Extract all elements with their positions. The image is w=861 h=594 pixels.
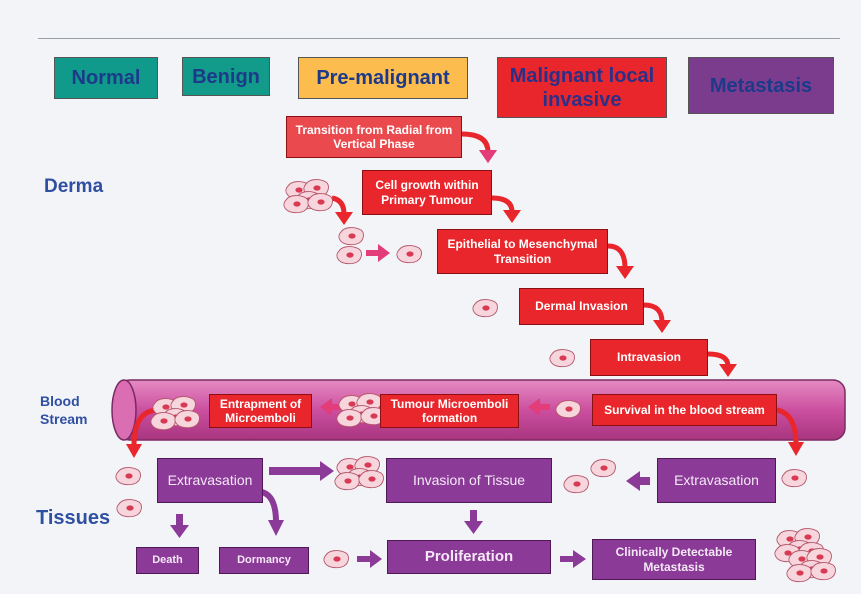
cell-cluster-icon: [284, 180, 333, 213]
step-extravasation-left-label: Extravasation: [167, 472, 253, 489]
step-intravasion: Intravasion: [590, 339, 708, 376]
arrow-icon: [170, 514, 189, 538]
step-death-label: Death: [152, 553, 183, 566]
step-radial-vertical-label: Transition from Radial from Vertical Pha…: [295, 122, 453, 151]
stage-metastasis: Metastasis: [688, 57, 834, 114]
arrow-icon: [357, 550, 382, 568]
curved-arrow-icon: [461, 131, 491, 153]
step-cell-growth-label: Cell growth within Primary Tumour: [375, 178, 479, 207]
tumour-cell-icon: [396, 245, 422, 264]
curved-arrow-icon: [776, 407, 799, 445]
step-emt: Epithelial to Mesenchymal Transition: [437, 229, 608, 274]
step-clinically-detectable: Clinically Detectable Metastasis: [592, 539, 756, 580]
arrow-icon: [464, 510, 483, 534]
step-entrapment-label: Entrapment of Microemboli: [219, 396, 302, 425]
arrow-icon: [528, 398, 550, 416]
arrow-icon: [320, 398, 342, 416]
tumour-cell-icon: [116, 499, 142, 518]
stage-malignant: Malignant local invasive: [497, 57, 667, 118]
step-proliferation: Proliferation: [387, 540, 551, 574]
step-intravasion-label: Intravasion: [616, 350, 682, 365]
step-microemboli-formation-label: Tumour Microemboli formation: [390, 396, 509, 425]
stage-premalignant-label: Pre-malignant: [316, 67, 450, 89]
curved-arrow-icon: [260, 489, 279, 523]
tumour-cell-icon: [555, 400, 581, 419]
tumour-cell-icon: [590, 459, 616, 478]
tumour-cell-icon: [323, 550, 349, 569]
arrow-icon: [560, 550, 586, 568]
step-dormancy: Dormancy: [219, 547, 309, 574]
stage-normal: Normal: [54, 57, 158, 99]
step-extravasation-right: Extravasation: [657, 458, 776, 503]
region-label-tissues: Tissues: [36, 507, 111, 529]
curved-arrow-icon: [643, 302, 665, 323]
region-label-derma: Derma: [44, 176, 104, 197]
step-emt-label: Epithelial to Mesenchymal Transition: [447, 237, 598, 266]
step-proliferation-label: Proliferation: [424, 548, 514, 565]
arrow-icon: [626, 471, 650, 491]
stage-normal-label: Normal: [71, 67, 141, 89]
arrow-icon: [269, 461, 334, 481]
step-entrapment: Entrapment of Microemboli: [209, 394, 312, 428]
stage-metastasis-label: Metastasis: [709, 74, 813, 97]
stage-malignant-label: Malignant local invasive: [509, 64, 655, 111]
step-dermal-invasion: Dermal Invasion: [519, 288, 644, 325]
step-microemboli-formation: Tumour Microemboli formation: [380, 394, 519, 428]
stage-benign: Benign: [182, 57, 270, 96]
curved-arrow-icon: [607, 243, 628, 269]
region-label-blood-stream: Blood Stream: [40, 393, 88, 428]
curved-arrow-icon: [131, 407, 157, 447]
tumour-cell-icon: [115, 467, 141, 486]
tumour-cell-icon: [336, 246, 362, 265]
cell-cluster-icon: [151, 397, 200, 430]
stage-benign-label: Benign: [192, 65, 260, 88]
step-invasion-tissue: Invasion of Tissue: [386, 458, 552, 503]
tumour-cell-icon: [338, 227, 364, 246]
cell-cluster-icon: [787, 549, 836, 582]
step-radial-vertical: Transition from Radial from Vertical Pha…: [286, 116, 462, 158]
tumour-cell-icon: [549, 349, 575, 368]
step-clinically-detectable-label: Clinically Detectable Metastasis: [615, 545, 733, 574]
step-extravasation-right-label: Extravasation: [674, 472, 759, 489]
tumour-cell-icon: [781, 469, 807, 488]
top-divider: [38, 38, 840, 39]
curved-arrow-icon: [491, 195, 515, 213]
step-cell-growth: Cell growth within Primary Tumour: [362, 170, 492, 215]
cell-cluster-icon: [337, 394, 386, 427]
tumour-cell-icon: [563, 475, 589, 494]
step-death: Death: [136, 547, 199, 574]
block-arrows: [170, 244, 650, 568]
step-dermal-invasion-label: Dermal Invasion: [535, 299, 628, 314]
curved-arrow-icon: [331, 195, 347, 215]
step-survival-label: Survival in the blood stream: [604, 402, 765, 417]
tumour-cell-icon: [472, 299, 498, 318]
step-survival: Survival in the blood stream: [592, 394, 777, 426]
step-invasion-tissue-label: Invasion of Tissue: [412, 472, 526, 489]
step-dormancy-label: Dormancy: [237, 553, 291, 566]
arrow-icon: [366, 244, 390, 262]
cell-cluster-icon: [335, 457, 384, 490]
step-extravasation-left: Extravasation: [157, 458, 263, 503]
stage-premalignant: Pre-malignant: [298, 57, 468, 99]
